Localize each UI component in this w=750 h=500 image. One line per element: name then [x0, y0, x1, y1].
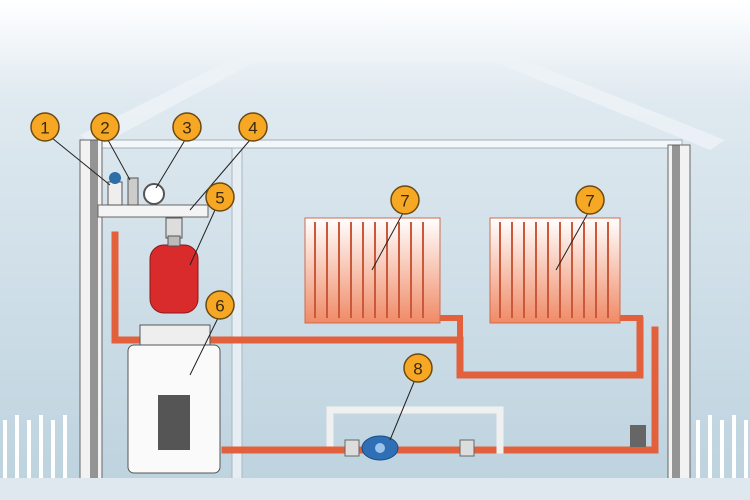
callout-5: 5	[205, 182, 235, 212]
radiator-2	[489, 217, 621, 324]
bypass-pipe	[326, 406, 504, 454]
fence-left	[3, 415, 67, 478]
callout-7-left: 7	[390, 185, 420, 215]
callout-8: 8	[403, 353, 433, 383]
fence-right	[696, 415, 748, 478]
boiler	[127, 324, 221, 474]
radiator-1-return	[437, 315, 463, 343]
svg-text:7: 7	[585, 192, 594, 211]
svg-text:7: 7	[400, 192, 409, 211]
return-pipe	[221, 326, 659, 454]
manifold	[97, 204, 209, 218]
pressure-gauge-icon	[143, 183, 165, 205]
supply-pipe	[111, 231, 644, 379]
valve	[107, 181, 123, 206]
svg-text:6: 6	[215, 297, 224, 316]
expansion-tank	[149, 235, 199, 314]
floor	[0, 478, 750, 500]
left-wall-hatch	[90, 140, 98, 480]
safety-group	[97, 172, 209, 239]
svg-text:8: 8	[413, 360, 422, 379]
roof	[80, 50, 725, 150]
callout-4: 4	[238, 112, 268, 142]
tank-connector	[165, 217, 183, 239]
leader-lines	[51, 137, 589, 441]
callout-7-right: 7	[575, 185, 605, 215]
callout-3: 3	[172, 112, 202, 142]
svg-text:5: 5	[215, 189, 224, 208]
house	[0, 50, 750, 500]
circulation-pump	[344, 425, 646, 461]
callout-1: 1	[30, 112, 60, 142]
right-wall-hatch	[672, 145, 680, 480]
svg-text:2: 2	[100, 119, 109, 138]
svg-text:3: 3	[182, 119, 191, 138]
callout-2: 2	[90, 112, 120, 142]
boiler-door	[158, 395, 190, 450]
svg-text:4: 4	[248, 119, 257, 138]
radiator-1	[304, 217, 441, 324]
svg-text:1: 1	[40, 119, 49, 138]
callout-6: 6	[205, 290, 235, 320]
return-valve	[630, 425, 646, 447]
air-vent	[127, 177, 139, 206]
valve-handle-icon	[109, 172, 121, 184]
